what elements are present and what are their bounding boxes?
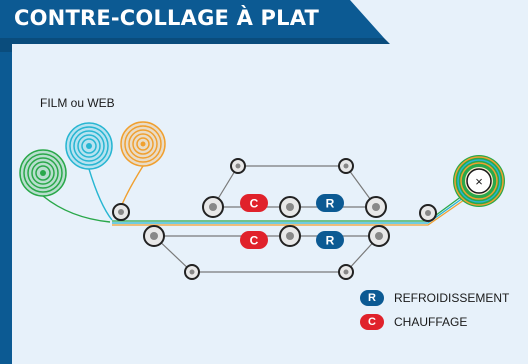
roller bbox=[338, 158, 354, 174]
film-line-cyan bbox=[88, 168, 113, 221]
roller bbox=[279, 225, 301, 247]
cooling-badge-letter: R bbox=[326, 234, 335, 248]
roller bbox=[279, 196, 301, 218]
page-title: CONTRE-COLLAGE À PLAT bbox=[14, 6, 320, 30]
spool-cyan bbox=[65, 122, 113, 170]
legend-cooling-text: REFROIDISSEMENT bbox=[394, 291, 510, 305]
roller bbox=[419, 204, 437, 222]
web-path bbox=[112, 195, 465, 226]
rollers bbox=[112, 158, 437, 280]
cooling-badge-letter: R bbox=[326, 197, 335, 211]
sidebar-accent bbox=[0, 52, 12, 364]
legend-heating: C CHAUFFAGE bbox=[360, 314, 467, 330]
spool-orange bbox=[120, 121, 166, 167]
heating-badge-lower: C bbox=[240, 231, 268, 249]
roller bbox=[143, 225, 165, 247]
heating-badge-upper: C bbox=[240, 194, 268, 212]
rewind-spool: × bbox=[453, 155, 505, 207]
film-label: FILM ou WEB bbox=[40, 96, 115, 110]
rewind-core-mark: × bbox=[475, 174, 483, 189]
legend-heating-badge: C bbox=[360, 314, 384, 330]
cooling-badge-upper: R bbox=[316, 194, 344, 212]
spool-green bbox=[19, 149, 67, 197]
roller bbox=[230, 158, 246, 174]
legend-cooling-badge: R bbox=[360, 290, 384, 306]
cooling-badge-lower: R bbox=[316, 231, 344, 249]
heating-badge-letter: C bbox=[250, 197, 259, 211]
title-banner bbox=[0, 0, 390, 52]
roller bbox=[365, 196, 387, 218]
legend-cooling: R REFROIDISSEMENT bbox=[360, 290, 509, 306]
roller bbox=[112, 203, 130, 221]
roller bbox=[368, 225, 390, 247]
roller bbox=[338, 264, 354, 280]
title-banner-shadow bbox=[0, 38, 390, 52]
roller bbox=[202, 196, 224, 218]
roller bbox=[184, 264, 200, 280]
heating-badge-letter: C bbox=[250, 234, 259, 248]
title-banner-bg bbox=[0, 0, 384, 38]
legend-heating-text: CHAUFFAGE bbox=[394, 315, 468, 329]
film-line-green bbox=[42, 195, 111, 223]
